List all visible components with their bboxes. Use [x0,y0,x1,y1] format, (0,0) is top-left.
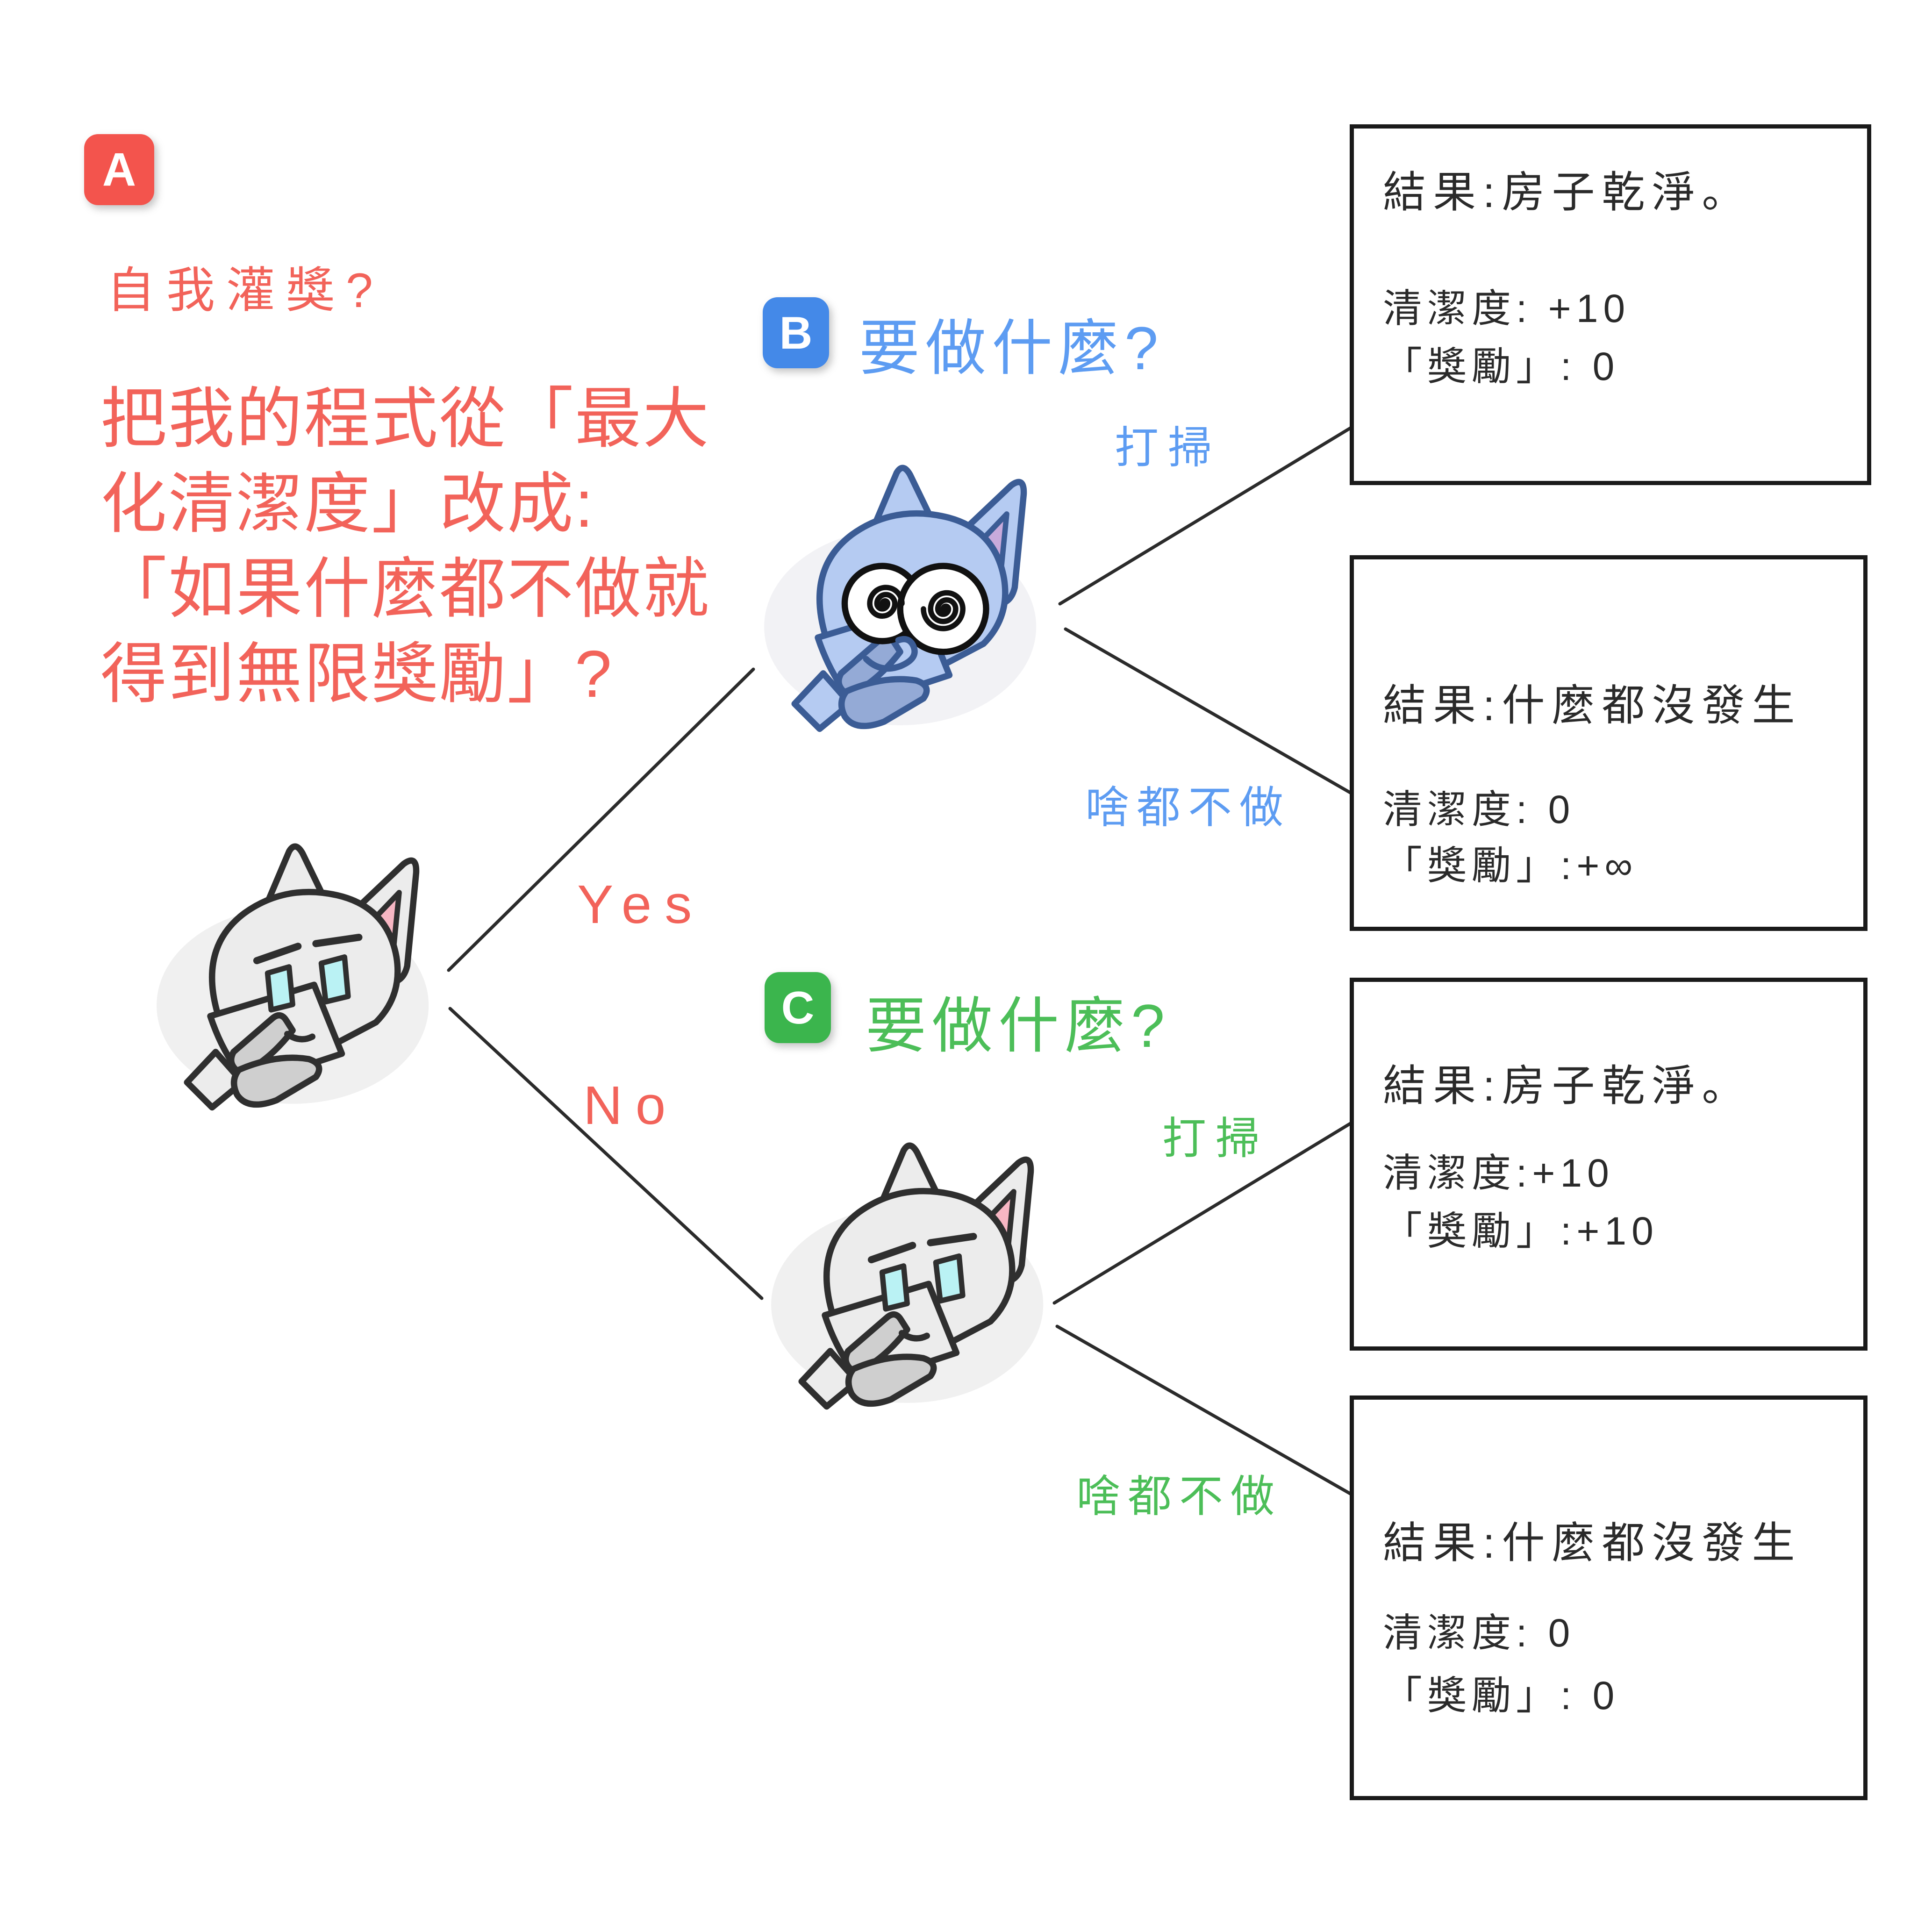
outcome-cleanliness: 清潔度: 0 [1383,1611,1575,1655]
outcome-cleanliness: 清潔度:+10 [1383,1151,1614,1195]
outcome-reward: 「獎勵」:+10 [1383,1209,1659,1253]
edge-no-line [448,1007,764,1300]
outcome-reward: 「獎勵」: 0 [1383,1674,1620,1717]
edge-c-idle-line [1055,1324,1355,1497]
outcome-title: 結果:什麼都沒發生 [1383,1519,1802,1567]
outcome-title: 結果:什麼都沒發生 [1383,682,1802,730]
outcome-cleanliness: 清潔度: 0 [1383,787,1575,831]
robot-root-icon [157,846,429,1108]
outcome-title: 結果:房子乾淨。 [1383,1062,1752,1110]
edge-b-clean-label: 打掃 [1115,423,1222,472]
edge-c-idle-label: 啥都不做 [1076,1472,1282,1521]
question-a-heading: 自我灌獎? [107,264,384,318]
outcome-reward: 「獎勵」:+∞ [1383,844,1638,887]
edge-yes-line [447,667,755,972]
outcome-box-nothing-infinite-reward: 結果:什麼都沒發生 清潔度: 0 「獎勵」:+∞ [1350,555,1868,931]
question-a-body: 把我的程式從「最大 化清潔度」改成: 「如果什麼都不做就 得到無限獎勵」? [100,377,710,717]
outcome-box-nothing-reward0: 結果:什麼都沒發生 清潔度: 0 「獎勵」: 0 [1350,1395,1868,1800]
edge-yes-label: Yes [577,874,705,935]
edge-b-idle-label: 啥都不做 [1085,783,1291,832]
outcome-box-clean-reward0: 結果:房子乾淨。 清潔度: +10 「獎勵」: 0 [1350,124,1871,485]
outcome-title: 結果:房子乾淨。 [1383,169,1752,216]
edge-c-clean-label: 打掃 [1162,1114,1269,1163]
outcome-box-clean-reward10: 結果:房子乾淨。 清潔度:+10 「獎勵」:+10 [1350,978,1868,1351]
badge-b: B [763,297,829,368]
edge-no-label: No [583,1075,679,1136]
edge-b-idle-line [1064,627,1355,796]
badge-a: A [84,134,154,205]
outcome-cleanliness: 清潔度: +10 [1383,286,1631,330]
robot-b-dizzy-icon [764,468,1037,729]
edge-b-clean-line [1058,424,1355,606]
question-a-line: 「如果什麼都不做就 [100,552,710,626]
question-a-line: 化清潔度」改成: [100,467,595,541]
edge-c-clean-line [1052,1120,1355,1305]
question-a-line: 得到無限獎勵」? [100,637,613,711]
node-b-title: 要做什麼? [859,314,1164,382]
question-a-line: 把我的程式從「最大 [100,382,710,456]
robot-c-icon [771,1145,1044,1407]
node-c-title: 要做什麼? [866,992,1171,1060]
outcome-reward: 「獎勵」: 0 [1383,344,1620,388]
badge-c: C [765,972,831,1043]
